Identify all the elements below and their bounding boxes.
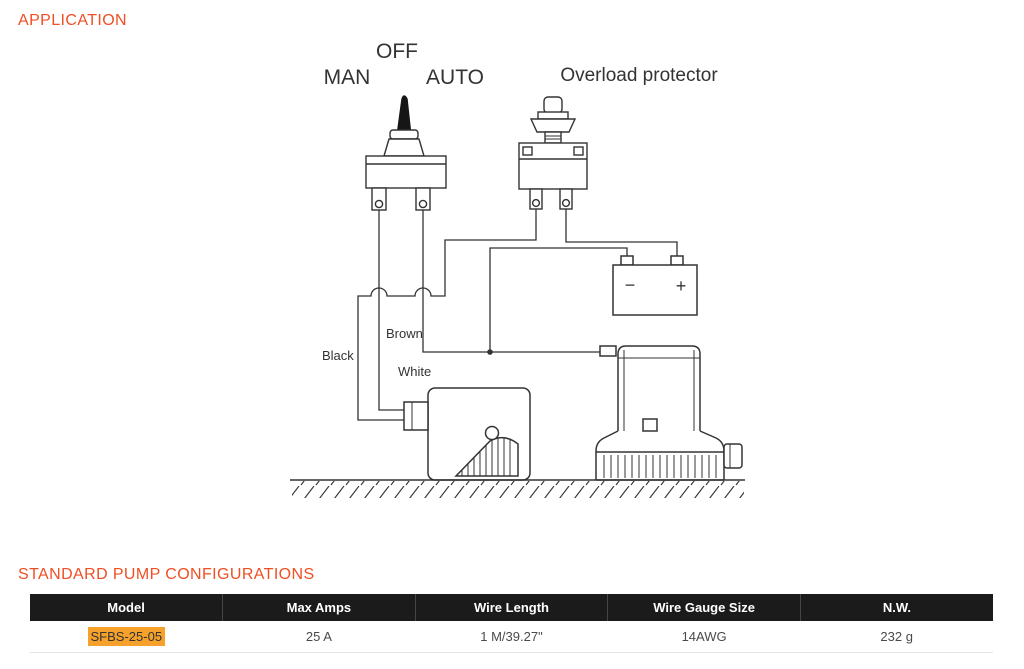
col-wire-gauge-size: Wire Gauge Size [607, 594, 801, 621]
switch-lever [396, 95, 412, 137]
label-black-wire: Black [322, 348, 354, 363]
float-knob [484, 425, 500, 441]
configurations-heading: STANDARD PUMP CONFIGURATIONS [18, 566, 315, 583]
pump-strainer-right [699, 430, 725, 480]
pump-config-table: Model Max Amps Wire Length Wire Gauge Si… [30, 594, 993, 653]
label-auto: AUTO [426, 66, 484, 89]
wiring-diagram: OFF MAN AUTO Overload protector Brown Bl… [290, 40, 745, 498]
col-model: Model [30, 594, 224, 621]
cell-net-weight: 232 g [800, 621, 993, 653]
ground-line [290, 479, 745, 498]
pump-body-detail [642, 418, 658, 432]
col-net-weight: N.W. [800, 594, 993, 621]
wire-battery-positive [565, 209, 678, 256]
cell-model: SFBS-25-05 [30, 621, 223, 653]
table-header: Model Max Amps Wire Length Wire Gauge Si… [30, 594, 993, 621]
toggle-switch-icon [365, 95, 447, 211]
overload-protector-icon [518, 96, 588, 210]
bilge-pump-icon [595, 345, 743, 481]
pump-outlet-port [723, 443, 743, 469]
float-switch-connector [403, 401, 429, 431]
label-white-wire: White [398, 364, 431, 379]
label-man: MAN [324, 66, 371, 89]
pump-strainer-left [595, 430, 619, 480]
breaker-nut [529, 118, 577, 133]
wire-white [422, 210, 600, 353]
battery-minus-sign: − [625, 275, 636, 295]
battery-body [612, 264, 698, 316]
switch-body [365, 155, 447, 189]
label-brown-wire: Brown [386, 326, 423, 341]
wires [357, 209, 678, 421]
battery-icon: − + [612, 255, 698, 316]
pump-wire-nub [599, 345, 617, 357]
wire-black [357, 209, 537, 421]
breaker-stem [544, 131, 562, 144]
application-heading: APPLICATION [18, 12, 128, 29]
breaker-collar [537, 111, 569, 120]
switch-collar [389, 129, 419, 140]
model-highlight: SFBS-25-05 [87, 627, 166, 646]
battery-post-negative [620, 255, 634, 266]
pump-motor-body [617, 345, 701, 431]
cell-wire-length: 1 M/39.27" [415, 621, 608, 653]
wire-brown [378, 210, 404, 411]
cell-max-amps: 25 A [222, 621, 416, 653]
label-overload-protector: Overload protector [560, 65, 718, 86]
float-wedge [454, 436, 519, 477]
wire-junction [487, 349, 493, 355]
table-row: SFBS-25-05 25 A 1 M/39.27" 14AWG 232 g [30, 621, 993, 653]
label-off: OFF [376, 40, 418, 63]
cell-wire-gauge: 14AWG [607, 621, 801, 653]
breaker-button [543, 96, 563, 114]
col-max-amps: Max Amps [222, 594, 416, 621]
wire-battery-negative [489, 247, 628, 352]
col-wire-length: Wire Length [415, 594, 609, 621]
float-switch-icon [403, 387, 531, 481]
battery-plus-sign: + [676, 276, 687, 296]
battery-post-positive [670, 255, 684, 266]
switch-bezel [383, 138, 425, 157]
